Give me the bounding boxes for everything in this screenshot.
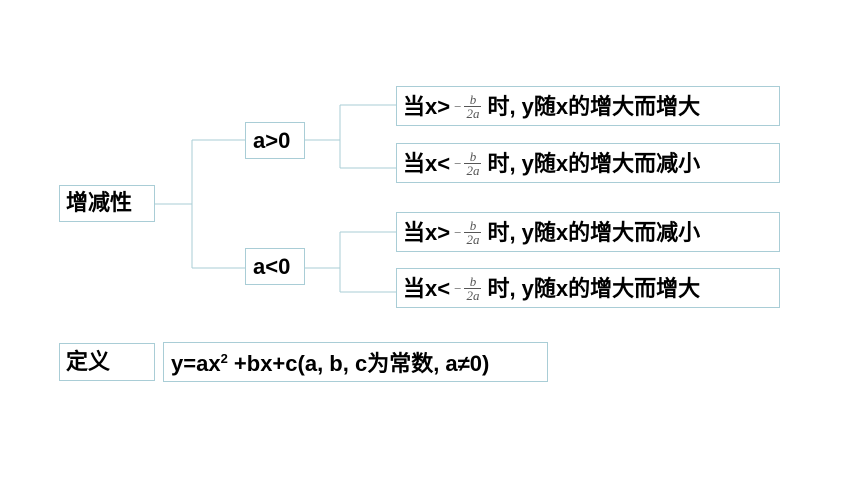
branch-node-a-negative: a<0 bbox=[245, 248, 305, 285]
fraction-minus: − bbox=[454, 280, 462, 296]
rule-suffix: 时, y随x的增大而减小 bbox=[487, 151, 701, 176]
definition-label-box: 定义 bbox=[59, 343, 155, 381]
fraction-denominator: 2a bbox=[464, 231, 482, 247]
fraction-numerator: b bbox=[469, 273, 477, 289]
rule-prefix: 当x> bbox=[403, 220, 451, 245]
fraction-numerator: b bbox=[469, 148, 477, 164]
rule-prefix: 当x< bbox=[403, 276, 451, 301]
definition-label: 定义 bbox=[66, 349, 111, 374]
rule-suffix: 时, y随x的增大而减小 bbox=[487, 220, 701, 245]
rule-suffix: 时, y随x的增大而增大 bbox=[487, 94, 701, 119]
formula-part-2: +bx+c(a, b, c为常数, a≠0) bbox=[227, 351, 490, 376]
definition-formula: y=ax2 +bx+c(a, b, c为常数, a≠0) bbox=[171, 350, 521, 378]
rule-prefix: 当x< bbox=[403, 151, 451, 176]
definition-formula-box: y=ax2 +bx+c(a, b, c为常数, a≠0) bbox=[163, 342, 548, 382]
branch-label-a-negative: a<0 bbox=[253, 254, 291, 279]
formula-exponent: 2 bbox=[220, 351, 228, 366]
fraction-denominator: 2a bbox=[464, 105, 482, 121]
rule-prefix: 当x> bbox=[403, 94, 451, 119]
formula-part-1: y=ax bbox=[171, 351, 221, 376]
branch-node-a-positive: a>0 bbox=[245, 122, 305, 159]
root-node-label: 增减性 bbox=[66, 190, 133, 215]
fraction-denominator: 2a bbox=[464, 162, 482, 178]
fraction-minus: − bbox=[454, 98, 462, 114]
fraction-minus: − bbox=[454, 224, 462, 240]
branch-label-a-positive: a>0 bbox=[253, 128, 291, 153]
root-node-monotonicity: 增减性 bbox=[59, 185, 155, 222]
fraction-minus: − bbox=[454, 155, 462, 171]
fraction-numerator: b bbox=[469, 217, 477, 233]
fraction-numerator: b bbox=[469, 91, 477, 107]
rule-suffix: 时, y随x的增大而增大 bbox=[487, 276, 701, 301]
fraction-denominator: 2a bbox=[464, 287, 482, 303]
